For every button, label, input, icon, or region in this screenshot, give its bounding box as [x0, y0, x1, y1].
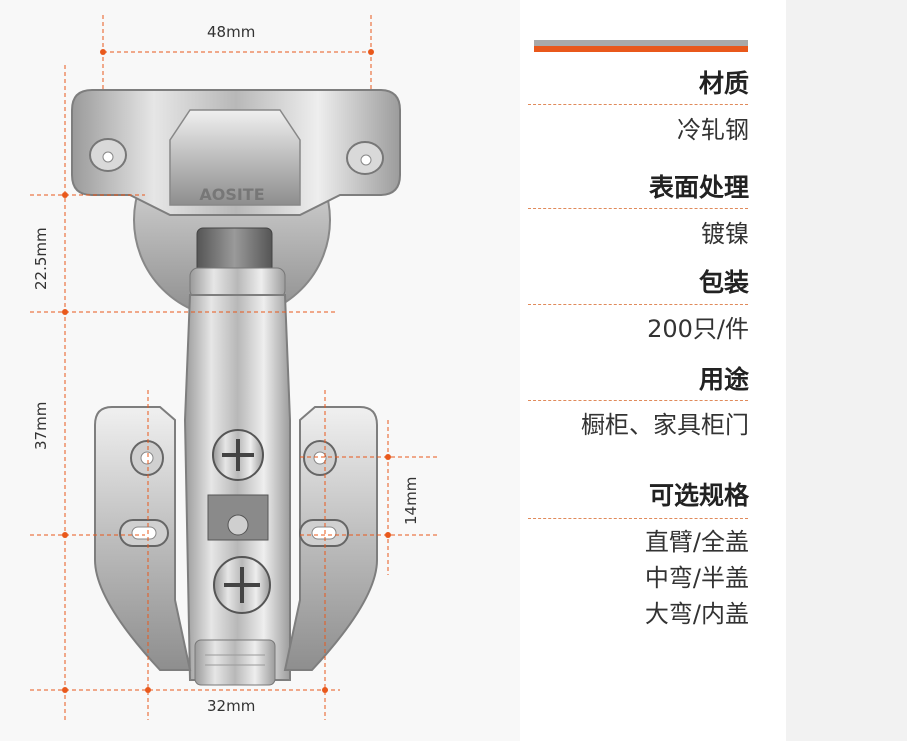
spec-packing-value: 200只/件: [647, 315, 749, 343]
spec-usage-value: 橱柜、家具柜门: [581, 411, 749, 439]
dim-hole-spacing: 14mm: [402, 476, 420, 525]
spec-surface-label: 表面处理: [648, 173, 749, 202]
spec-usage-label: 用途: [698, 365, 749, 394]
spec-divider: [528, 400, 748, 401]
spec-divider: [528, 304, 748, 305]
spec-option-2: 中弯/半盖: [644, 564, 749, 592]
brand-mark: AOSITE: [199, 185, 264, 204]
spec-divider: [528, 104, 748, 105]
spec-option-3: 大弯/内盖: [644, 600, 749, 628]
hinge-arm: [183, 294, 291, 681]
accent-bar: [534, 40, 748, 52]
hinge-knuckle: [196, 227, 273, 274]
spec-material-value: 冷轧钢: [677, 116, 749, 144]
dim-top-width: 48mm: [207, 23, 256, 41]
spec-packing-label: 包装: [698, 268, 749, 297]
spec-option-1: 直臂/全盖: [644, 528, 749, 556]
dim-bottom-width: 32mm: [207, 697, 256, 715]
hinge-top-recess: [169, 109, 301, 206]
spec-options-label: 可选规格: [648, 481, 749, 510]
spec-divider: [528, 208, 748, 209]
spec-surface-value: 镀镍: [701, 220, 749, 248]
right-margin-strip: [786, 0, 907, 741]
dim-upper-height: 22.5mm: [32, 227, 50, 290]
spec-divider: [528, 518, 748, 519]
dim-lower-height: 37mm: [32, 401, 50, 450]
spec-material-label: 材质: [698, 69, 749, 98]
